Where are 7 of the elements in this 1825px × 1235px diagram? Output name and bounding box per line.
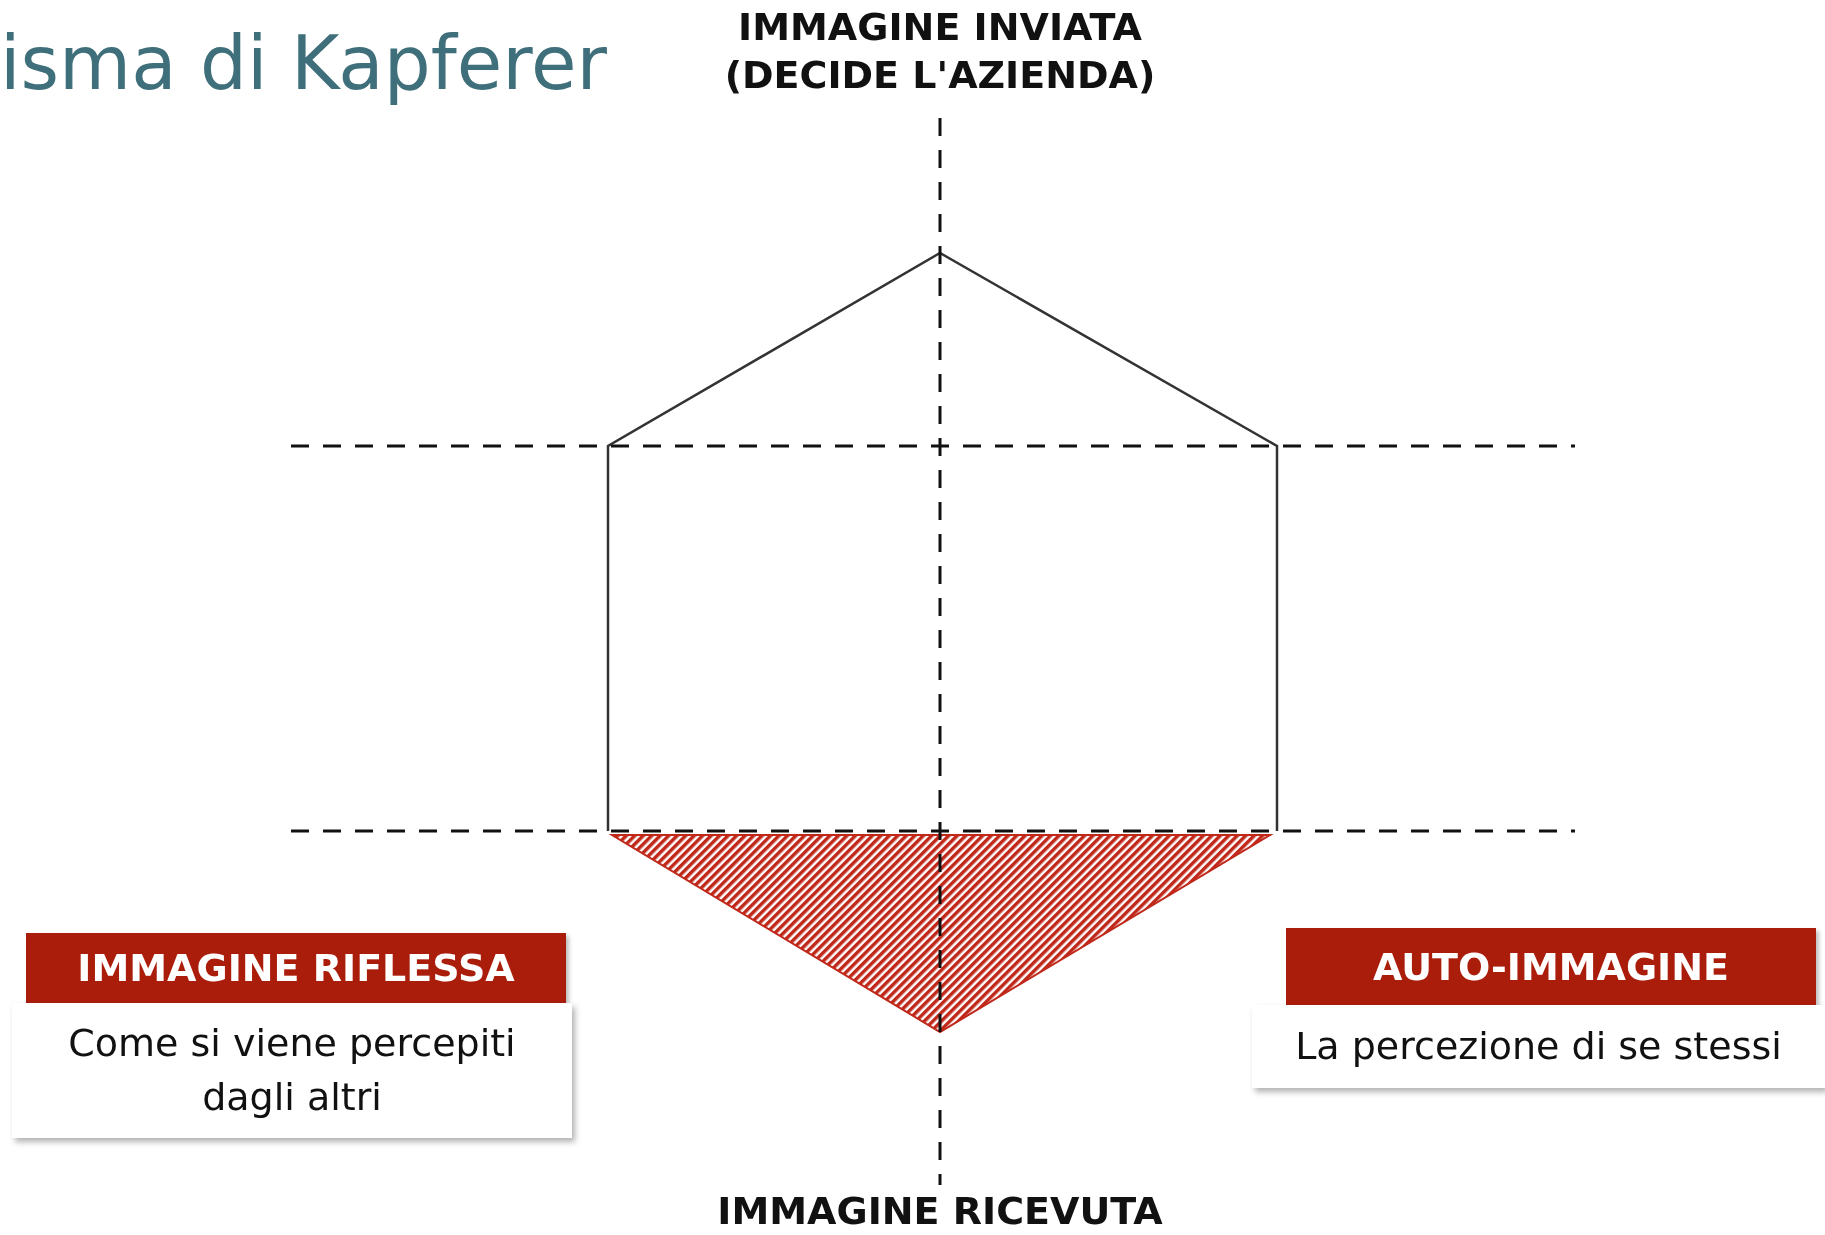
description-card: Come si viene percepiti dagli altri [12, 1003, 572, 1138]
axis-label: IMMAGINE INVIATA (DECIDE L'AZIENDA) [723, 4, 1157, 99]
card-header: IMMAGINE RIFLESSA [26, 933, 566, 1003]
page-title: isma di Kapferer [0, 20, 607, 106]
card-header: AUTO-IMMAGINE [1286, 928, 1816, 1005]
axis-label: IMMAGINE RICEVUTA [716, 1188, 1164, 1235]
description-card: La percezione di se stessi [1252, 1005, 1825, 1088]
